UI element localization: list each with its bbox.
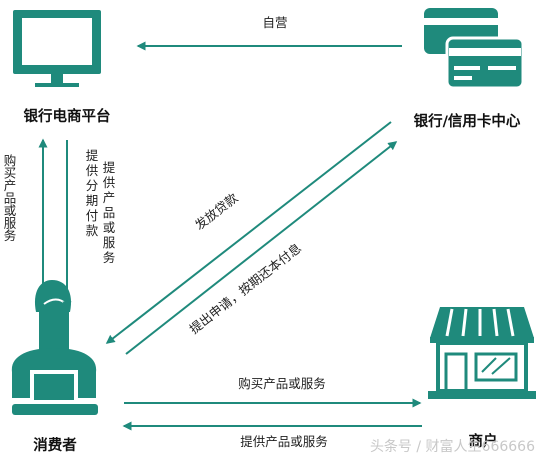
svg-text:付: 付	[86, 208, 99, 223]
person-at-laptop-icon	[11, 280, 98, 415]
credit-cards-icon	[424, 8, 525, 90]
monitor-icon	[13, 10, 101, 87]
svg-text:服: 服	[103, 235, 116, 250]
storefront-icon	[428, 307, 536, 399]
svg-text:品: 品	[103, 205, 116, 220]
svg-text:款: 款	[86, 223, 99, 238]
svg-text:供: 供	[86, 163, 99, 178]
svg-text:分: 分	[86, 178, 99, 193]
node-label-consumer: 消费者	[33, 436, 77, 454]
svg-text:期: 期	[86, 193, 99, 208]
svg-text:或: 或	[103, 220, 116, 235]
edge-label-self-operated: 自营	[262, 15, 287, 30]
edge-label-buy-to-merchant: 购买产品或服务	[238, 376, 326, 391]
svg-text:产: 产	[103, 190, 116, 205]
edge-label-installment: 提 供 分 期 付 款 提 供 产 品 或 服 务	[86, 148, 116, 265]
edge-label-apply: 提出申请，按期还本付息	[186, 240, 304, 336]
node-label-ecommerce-platform: 银行电商平台	[24, 107, 111, 125]
edge-label-provide-to-consumer: 提供产品或服务	[240, 434, 328, 449]
watermark: 头条号 / 财富人生666666	[370, 438, 535, 455]
node-label-bank-card-center: 银行/信用卡中心	[414, 112, 521, 130]
svg-text:提: 提	[86, 148, 99, 163]
svg-text:提: 提	[103, 160, 116, 175]
arrow-apply	[125, 141, 398, 355]
node-label-merchant: 商户	[469, 432, 498, 450]
edge-label-loan: 发放贷款	[192, 190, 241, 233]
svg-text:供: 供	[103, 175, 116, 190]
edge-label-buy-to-platform: 购买产品或服务	[2, 153, 17, 242]
svg-text:务: 务	[103, 250, 116, 265]
arrow-loan	[105, 121, 392, 344]
